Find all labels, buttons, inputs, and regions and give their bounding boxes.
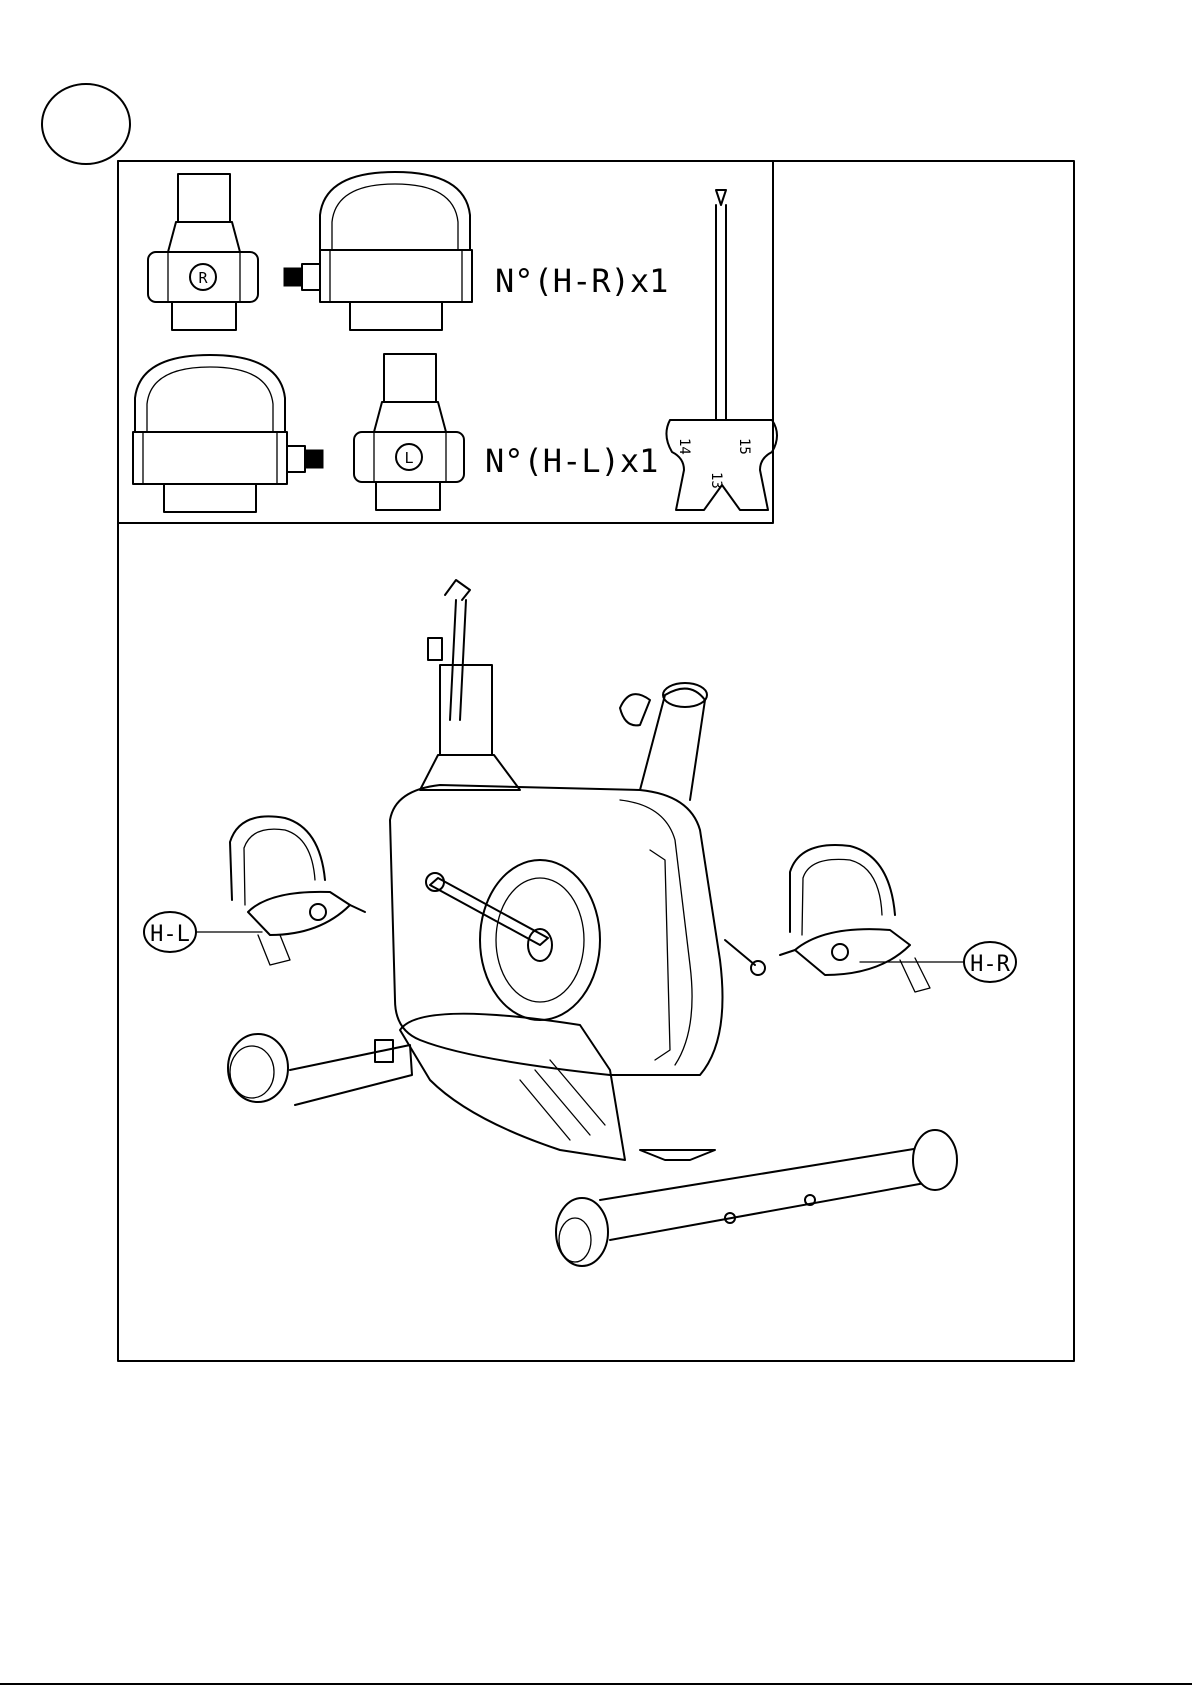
wrench-size-15: 15 [736, 438, 752, 455]
left-pedal-mark: L [404, 449, 413, 467]
callout-left: H-L [144, 912, 262, 952]
right-pedal-mark: R [198, 269, 208, 287]
step-marker [42, 84, 130, 164]
left-pedal-quantity-label: N°(H-L)x1 [485, 442, 658, 480]
wrench-size-13: 13 [708, 472, 724, 489]
wrench-size-14: 14 [676, 438, 692, 455]
right-pedal-strap-view [284, 172, 472, 330]
right-pedal-quantity-label: N°(H-R)x1 [495, 262, 668, 300]
callout-right-label: H-R [970, 952, 1010, 977]
callout-right: H-R [860, 942, 1016, 982]
rear-end-cap-right [913, 1130, 957, 1190]
left-pedal-side-view: L [354, 354, 464, 510]
right-pedal-assembly [780, 845, 930, 992]
callout-left-label: H-L [150, 922, 190, 947]
right-pedal-side-view: R [148, 174, 258, 330]
left-pedal-assembly [230, 816, 365, 965]
exercise-bike-body [228, 580, 957, 1266]
wrench-tool: 15 14 13 [666, 190, 777, 510]
left-pedal-strap-view [133, 355, 323, 512]
